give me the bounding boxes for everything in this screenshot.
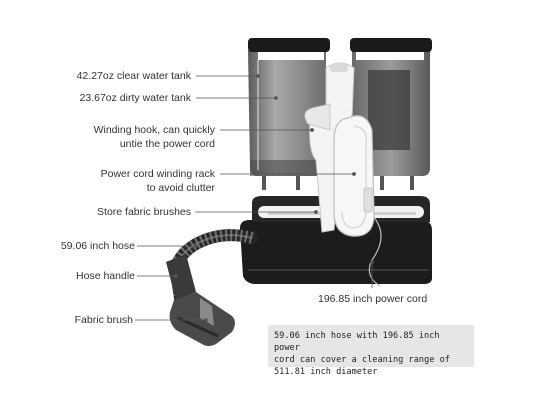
label-fabric-brush: Fabric brush (74, 314, 133, 326)
power-cord (368, 214, 382, 287)
left-lid (248, 38, 330, 52)
cord-winding-rack (333, 115, 375, 237)
coverage-note-line3: 511.81 inch diameter (274, 367, 378, 377)
hose-handle-shape (166, 254, 196, 300)
label-cord-rack-line2: to avoid clutter (146, 182, 215, 194)
label-hose-length: 59.06 inch hose (60, 240, 135, 252)
label-cord-rack-line1: Power cord winding rack (100, 168, 215, 180)
label-brush-storage: Store fabric brushes (97, 206, 191, 218)
label-cord-winding-rack: Power cord winding rack to avoid clutter (101, 167, 215, 195)
clear-water-tank (248, 50, 326, 190)
label-dirty-water-tank: 23.67oz dirty water tank (79, 92, 191, 104)
leader-lines (135, 74, 374, 322)
coverage-note: 59.06 inch hose with 196.85 inch power c… (268, 325, 474, 377)
coverage-note-line1: 59.06 inch hose with 196.85 inch power (274, 331, 440, 353)
label-winding-hook-line1: Winding hook, can quickly (93, 124, 215, 136)
right-lid (350, 38, 432, 52)
fabric-brush-shape (169, 292, 235, 346)
label-clear-water-tank: 42.27oz clear water tank (76, 70, 191, 82)
label-winding-hook-line2: untie the power cord (119, 138, 215, 150)
label-winding-hook: Winding hook, can quickly untie the powe… (94, 123, 215, 151)
label-hose-handle: Hose handle (76, 270, 135, 282)
label-power-cord: 196.85 inch power cord (318, 293, 428, 305)
coverage-note-line2: cord can cover a cleaning range of (274, 355, 450, 365)
